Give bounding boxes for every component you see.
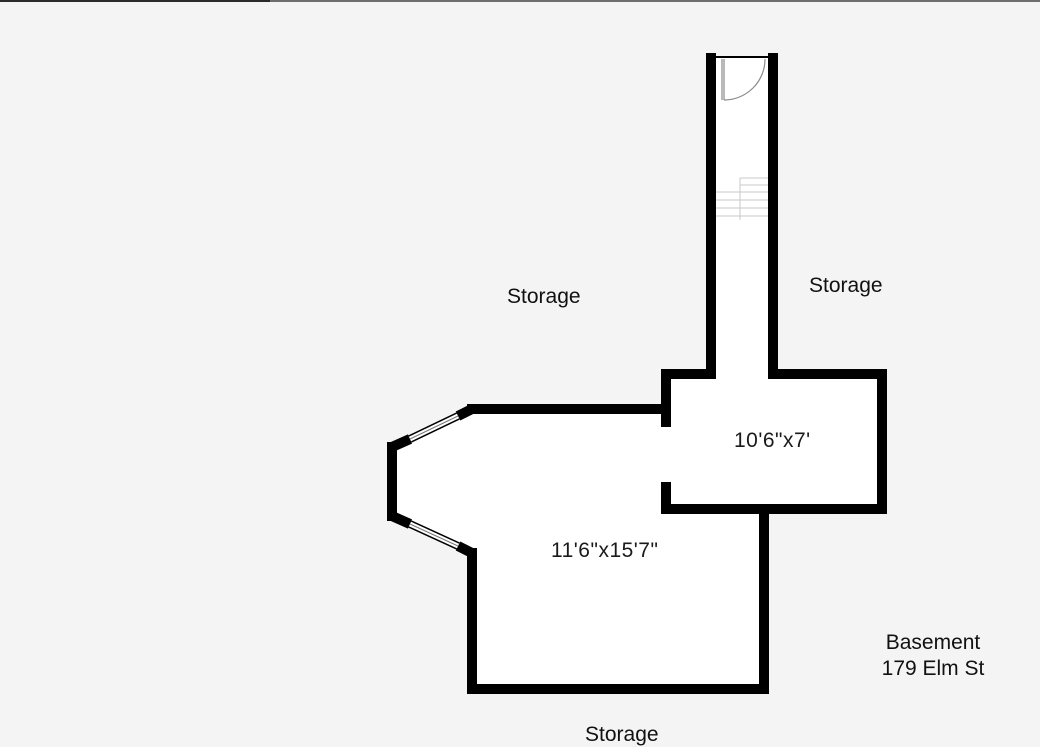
top-border-accent (0, 0, 270, 2)
entry-door (716, 56, 768, 101)
corridor-left-wall (661, 53, 716, 427)
stairs (716, 177, 768, 220)
storage-label-bottom: Storage (585, 723, 659, 746)
floor-caption: Basement 179 Elm St (868, 630, 998, 682)
room-dimension-main: 11'6"x15'7" (551, 539, 659, 562)
storage-label-right: Storage (809, 274, 883, 297)
window-lower (389, 511, 475, 558)
partition-wall (661, 482, 769, 514)
storage-label-left: Storage (507, 285, 581, 308)
corridor-right-wall (467, 53, 887, 694)
top-border-line (0, 0, 1040, 2)
floor-address: 179 Elm St (881, 657, 985, 680)
room-dimension-small: 10'6"x7' (734, 429, 811, 452)
floor-name: Basement (885, 631, 981, 654)
window-upper (389, 404, 475, 452)
